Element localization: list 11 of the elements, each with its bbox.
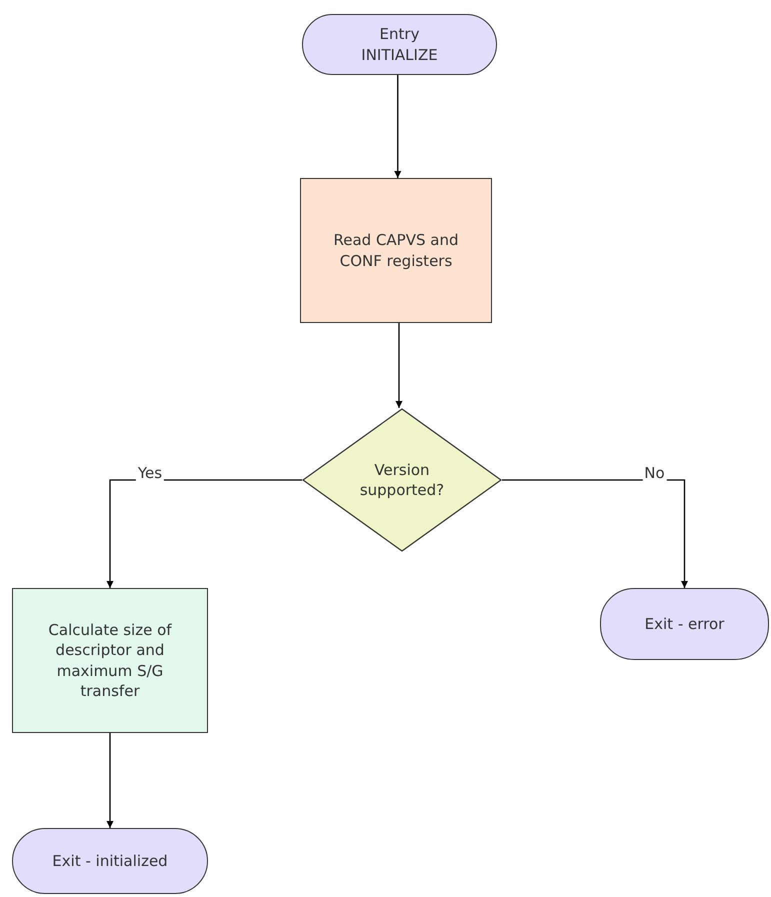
process-box: Calculate size of descriptor and maximum S/G transfer bbox=[12, 588, 208, 733]
terminal-pill: Entry INITIALIZE bbox=[302, 14, 497, 75]
terminal-pill: Exit - error bbox=[600, 588, 769, 660]
arrow bbox=[106, 479, 302, 588]
decision-diamond: Version supported? bbox=[302, 408, 502, 552]
arrow bbox=[394, 75, 402, 178]
terminal-pill: Exit - initialized bbox=[12, 828, 208, 894]
arrow bbox=[106, 733, 114, 828]
arrow bbox=[396, 323, 402, 408]
arrow bbox=[502, 479, 688, 588]
process-box: Read CAPVS and CONF registers bbox=[300, 178, 492, 323]
